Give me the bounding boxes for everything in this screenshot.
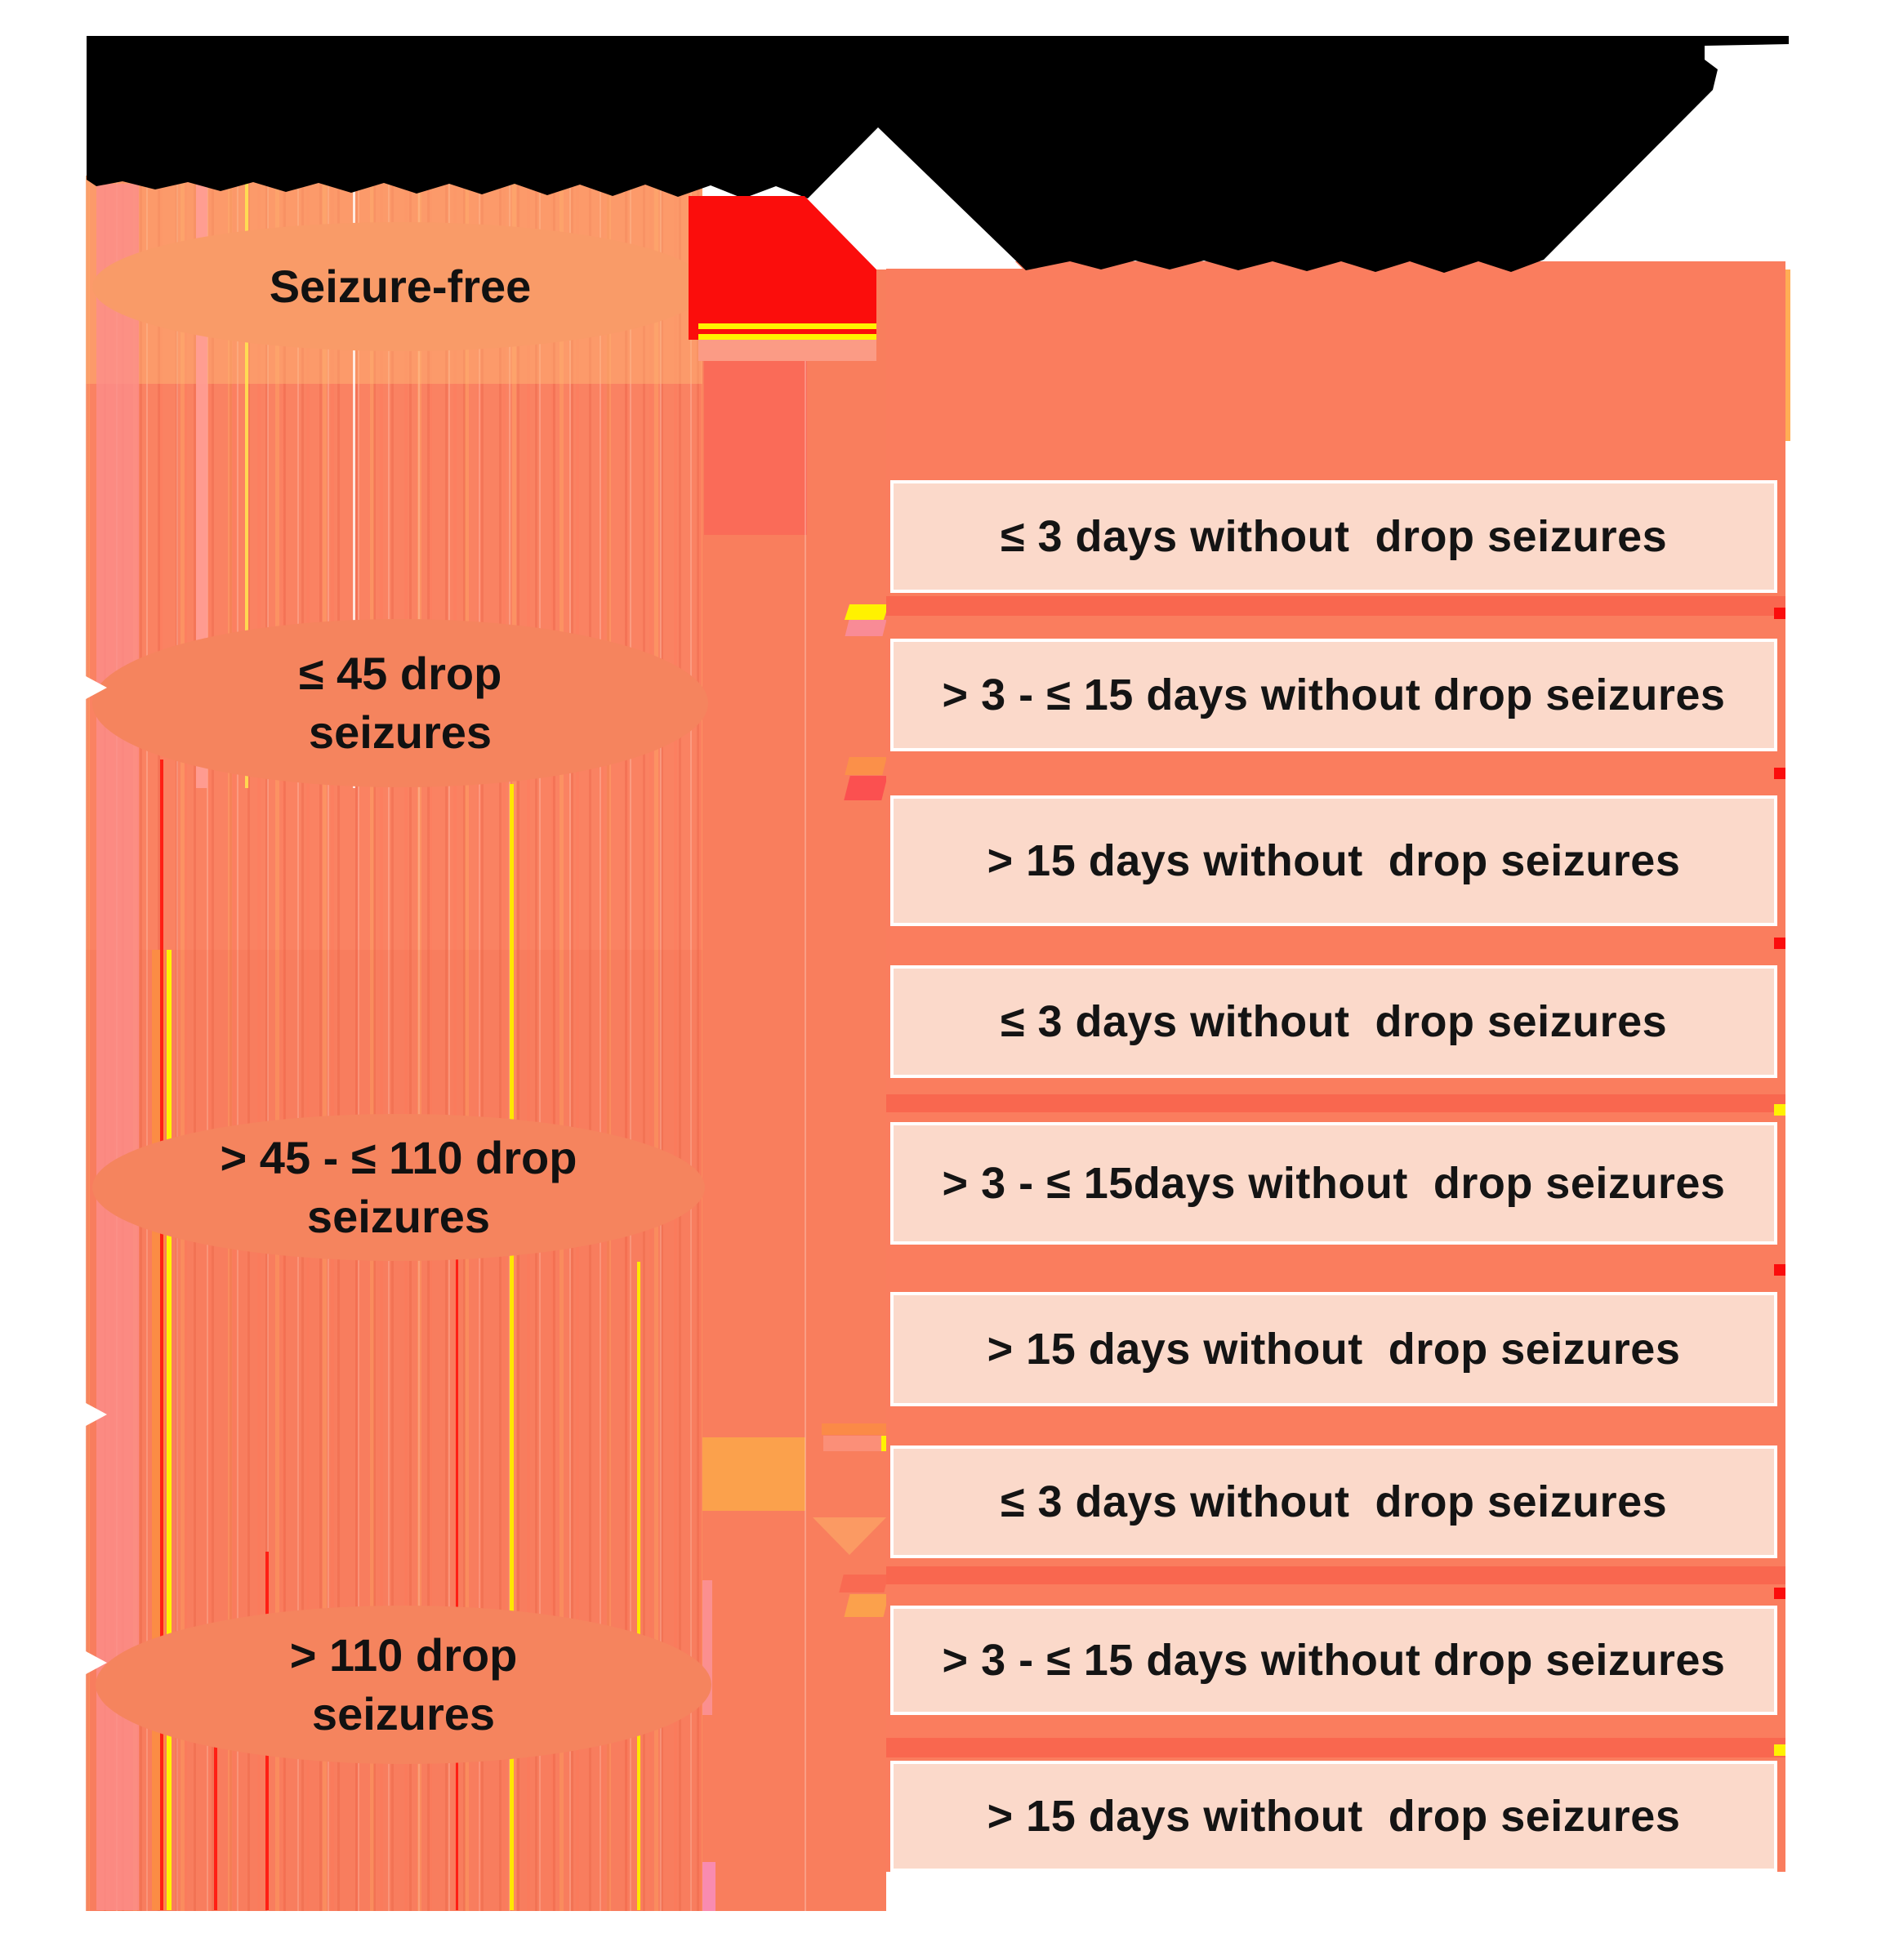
glitch-stripe-yellow	[167, 950, 172, 1910]
glitch-stripe-yellow	[637, 1262, 640, 1910]
subcategory-box-3: > 15 days without drop seizures	[890, 795, 1777, 926]
glitch-quad-rose	[845, 620, 887, 636]
column-edge-amber-line	[1785, 270, 1790, 441]
column-edge-red-dot	[1774, 608, 1785, 619]
left-panel-seam-overlay	[86, 950, 702, 1911]
left-stripe-panel	[86, 176, 702, 1911]
column-deep-stripe	[886, 1094, 1785, 1112]
category-label-line: ≤ 45 drop	[298, 648, 502, 700]
white-notch-artifact	[86, 676, 107, 699]
white-notch-artifact	[86, 1651, 107, 1674]
subcategory-box-5: > 3 - ≤ 15days without drop seizures	[890, 1122, 1777, 1245]
category-label-line: seizures	[308, 706, 493, 758]
subcategory-box-7: ≤ 3 days without drop seizures	[890, 1446, 1777, 1558]
column-edge-yellow-dot	[1774, 1104, 1785, 1116]
subcategory-box-2: > 3 - ≤ 15 days without drop seizures	[890, 639, 1777, 751]
category-label-line: seizures	[306, 1191, 491, 1242]
glitch-block-red	[704, 343, 807, 535]
white-gap-wedge	[809, 129, 1023, 269]
category-label-line: Seizure-free	[269, 261, 532, 313]
middle-glitch-strip	[702, 270, 886, 1911]
glitch-sliver-magenta	[702, 1862, 715, 1911]
white-notch-artifact	[86, 1403, 107, 1426]
glitch-stripe-pink	[96, 184, 139, 1910]
glitch-sliver-yellow	[881, 1436, 886, 1451]
category-label-line: > 110 drop	[289, 1629, 518, 1682]
glitch-stripe-red	[214, 1715, 217, 1910]
glitch-quad-amber	[844, 1594, 889, 1617]
glitch-stripe-yellow	[245, 184, 248, 788]
column-edge-yellow-dot	[1774, 1744, 1785, 1756]
category-ellipse-seizure-free: Seizure-free	[92, 222, 708, 351]
glitch-stripe-red	[160, 760, 163, 1910]
subcategory-box-8: > 3 - ≤ 15 days without drop seizures	[890, 1606, 1777, 1715]
category-label-line: seizures	[311, 1688, 496, 1740]
subcategory-box-6: > 15 days without drop seizures	[890, 1292, 1777, 1406]
glitch-quad-orange	[845, 757, 887, 775]
column-edge-red-dot	[1774, 938, 1785, 949]
category-ellipse-gt-110-drop-seizures: > 110 drop seizures	[96, 1606, 711, 1764]
subcategory-box-1: ≤ 3 days without drop seizures	[890, 480, 1777, 593]
column-edge-red-dot	[1774, 1588, 1785, 1599]
column-deep-stripe	[886, 1566, 1785, 1584]
column-edge-red-dot	[1774, 768, 1785, 779]
glitch-stripe-red	[456, 1258, 458, 1910]
category-ellipse-45-to-110-drop-seizures: > 45 - ≤ 110 drop seizures	[92, 1114, 705, 1261]
glitch-quad-salmon-deep	[839, 1575, 889, 1592]
column-deep-stripe	[886, 1738, 1785, 1757]
glitch-stripe-yellow	[510, 784, 514, 1910]
subcategory-box-9: > 15 days without drop seizures	[890, 1761, 1777, 1872]
column-deep-stripe	[886, 596, 1785, 616]
glitch-block-amber	[702, 1437, 805, 1511]
glitch-stripe-white	[353, 184, 355, 788]
column-edge-red-dot	[1774, 1264, 1785, 1276]
glitch-quad-red	[844, 776, 888, 800]
glitch-seam-line	[805, 270, 806, 1911]
glitch-bar-pink	[823, 1436, 885, 1451]
category-ellipse-le-45-drop-seizures: ≤ 45 drop seizures	[92, 619, 708, 787]
subcategory-box-4: ≤ 3 days without drop seizures	[890, 965, 1777, 1078]
category-label-line: > 45 - ≤ 110 drop	[220, 1132, 577, 1184]
glitch-bar-orange	[822, 1423, 887, 1435]
glitch-quad-yellow	[844, 604, 889, 620]
